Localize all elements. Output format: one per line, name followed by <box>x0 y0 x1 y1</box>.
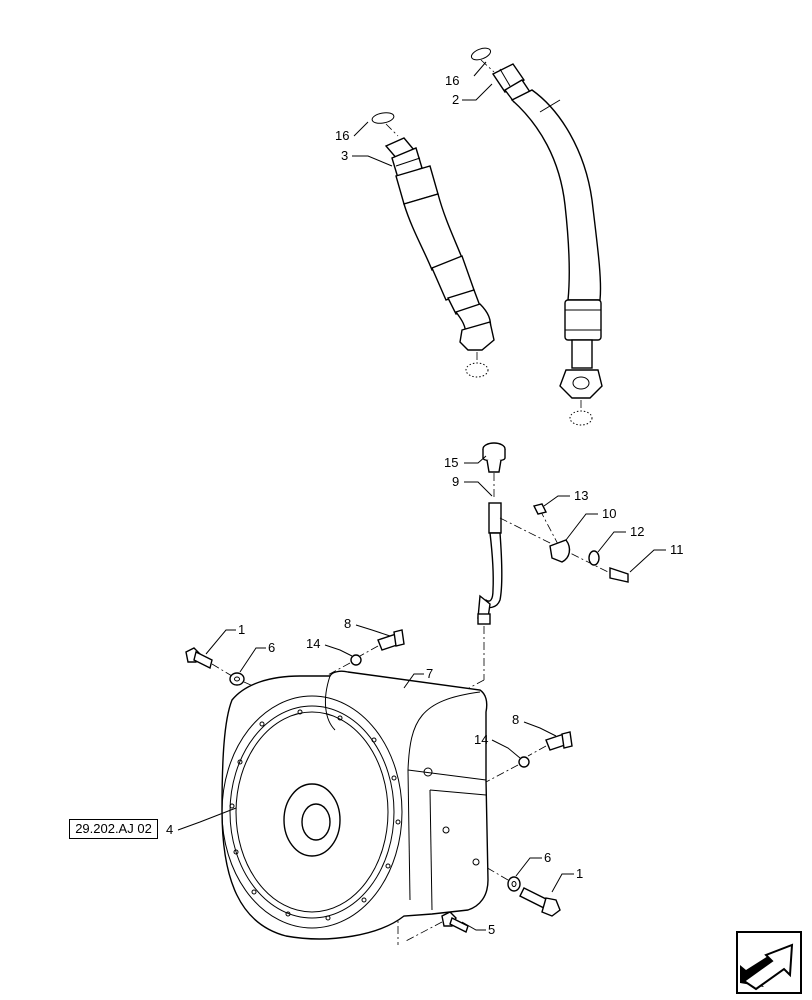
callout-2: 2 <box>452 92 459 107</box>
washer-14-lower <box>485 756 530 783</box>
callout-6-upper: 6 <box>268 640 275 655</box>
bolt-1-upper <box>185 647 233 677</box>
leader-lines <box>177 61 666 931</box>
callout-14-upper: 14 <box>306 636 320 651</box>
callout-3: 3 <box>341 148 348 163</box>
callout-labels: 16 2 16 3 15 9 13 10 12 11 1 6 8 14 7 8 … <box>166 73 684 937</box>
bolt-1-lower <box>519 887 561 917</box>
cap-15 <box>482 442 506 500</box>
fittings-10-13 <box>499 503 629 583</box>
callout-1-lower: 1 <box>576 866 583 881</box>
hose-2 <box>470 47 603 426</box>
callout-9: 9 <box>452 474 459 489</box>
tube-9 <box>477 502 503 680</box>
callout-13: 13 <box>574 488 588 503</box>
bolt-5 <box>403 911 469 943</box>
callout-16-lower: 16 <box>335 128 349 143</box>
callout-7: 7 <box>426 666 433 681</box>
callout-4: 4 <box>166 822 173 837</box>
callout-16-upper: 16 <box>445 73 459 88</box>
bolt-8-upper <box>359 629 405 657</box>
callout-8-upper: 8 <box>344 616 351 631</box>
callout-1-upper: 1 <box>238 622 245 637</box>
bolt-8-lower <box>527 731 573 757</box>
reference-link-29-202-aj-02[interactable]: 29.202.AJ 02 <box>69 819 158 839</box>
callout-6-lower: 6 <box>544 850 551 865</box>
callout-8-lower: 8 <box>512 712 519 727</box>
callout-12: 12 <box>630 524 644 539</box>
next-page-arrow-icon[interactable] <box>736 931 802 994</box>
callout-11: 11 <box>670 542 684 557</box>
hose-3 <box>371 112 495 378</box>
callout-14-lower: 14 <box>474 732 488 747</box>
housing-4 <box>221 670 489 940</box>
callout-10: 10 <box>602 506 616 521</box>
callout-15: 15 <box>444 455 458 470</box>
washer-6-lower <box>483 865 521 892</box>
callout-5: 5 <box>488 922 495 937</box>
